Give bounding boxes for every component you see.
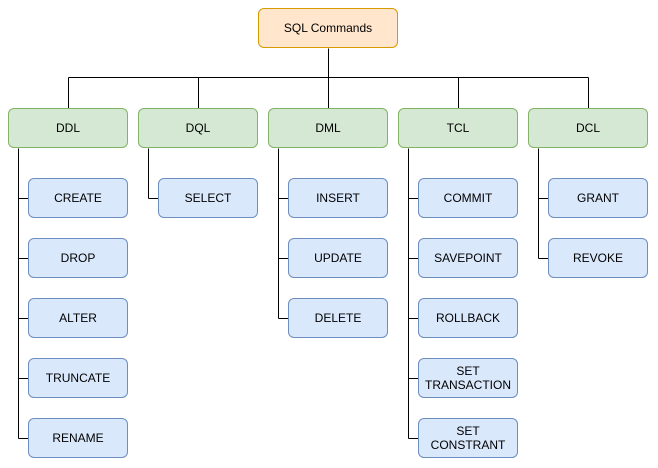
command-node-create: CREATE <box>28 178 128 218</box>
root-node-sql-commands: SQL Commands <box>258 8 398 48</box>
category-node-dql: DQL <box>138 108 258 148</box>
command-node-grant: GRANT <box>548 178 648 218</box>
category-node-dcl: DCL <box>528 108 648 148</box>
category-node-dml: DML <box>268 108 388 148</box>
command-node-alter: ALTER <box>28 298 128 338</box>
category-node-ddl: DDL <box>8 108 128 148</box>
command-node-revoke: REVOKE <box>548 238 648 278</box>
command-node-update: UPDATE <box>288 238 388 278</box>
command-node-savepoint: SAVEPOINT <box>418 238 518 278</box>
command-node-drop: DROP <box>28 238 128 278</box>
command-node-truncate: TRUNCATE <box>28 358 128 398</box>
command-node-insert: INSERT <box>288 178 388 218</box>
command-node-rename: RENAME <box>28 418 128 458</box>
command-node-commit: COMMIT <box>418 178 518 218</box>
command-node-delete: DELETE <box>288 298 388 338</box>
command-node-set-transaction: SET TRANSACTION <box>418 358 518 398</box>
command-node-select: SELECT <box>158 178 258 218</box>
category-node-tcl: TCL <box>398 108 518 148</box>
command-node-set-constrant: SET CONSTRANT <box>418 418 518 458</box>
command-node-rollback: ROLLBACK <box>418 298 518 338</box>
